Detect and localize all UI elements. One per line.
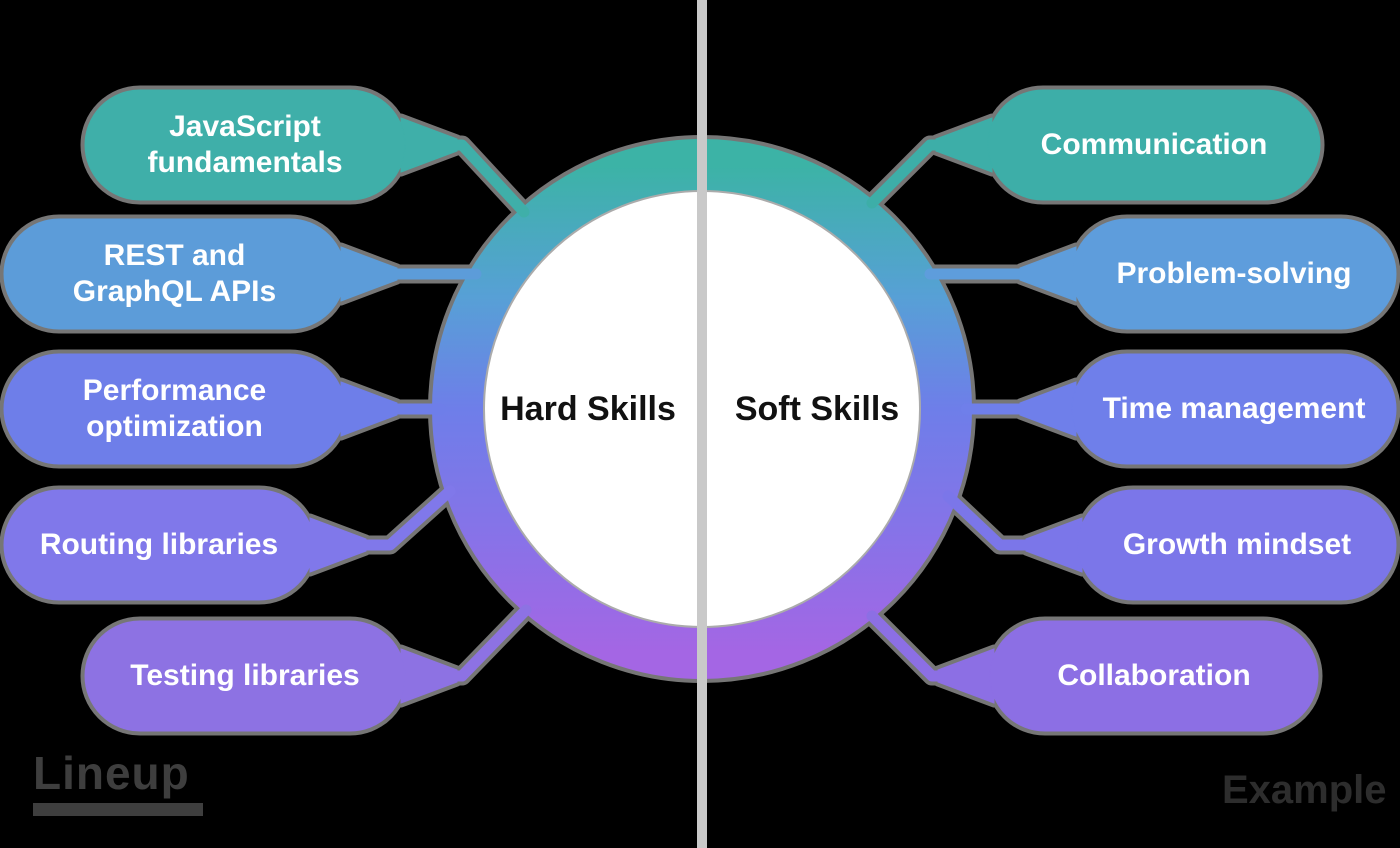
pill-label-text: REST and GraphQL APIs (72, 239, 277, 308)
pill-shape-hard-5 (84, 604, 532, 732)
hard-skills-label: Hard Skills (500, 389, 676, 428)
pill-label-text: Time management (1102, 392, 1366, 425)
pill-soft-communication: Communication (988, 90, 1320, 200)
pill-shape-soft-4 (942, 489, 1397, 601)
pill-body (84, 620, 406, 732)
pill-body (1077, 489, 1397, 601)
pill-body (987, 89, 1321, 201)
pill-hard-rest-graphql-apis: REST and GraphQL APIs (4, 219, 345, 329)
pill-label-text: Performance optimization (82, 374, 267, 443)
pill-hard-routing-libraries: Routing libraries (4, 490, 314, 600)
pill-shape-hard-2 (3, 218, 482, 330)
pill-body (3, 489, 315, 601)
pill-shape-soft-5 (866, 610, 1319, 732)
pill-label-text: JavaScript fundamentals (147, 110, 343, 179)
pill-hard-javascript-fundamentals: JavaScript fundamentals (85, 90, 405, 200)
connector-line (449, 139, 530, 218)
pill-shape-soft-2 (924, 218, 1397, 330)
pill-body (1071, 353, 1397, 465)
connector-line (942, 490, 1032, 551)
pill-label-text: Collaboration (1057, 659, 1251, 692)
watermark-right-logo: Example (1222, 768, 1387, 812)
pill-shape-hard-3 (3, 353, 446, 465)
pill-body (84, 89, 406, 201)
pill-shape-hard-4 (3, 485, 456, 601)
pill-body (3, 218, 346, 330)
pill-shape-hard-1 (84, 89, 530, 218)
watermark-left-text: Lineup (33, 747, 190, 799)
pill-body (3, 353, 346, 465)
pill-soft-time-management: Time management (1072, 354, 1396, 464)
connector-line (449, 604, 532, 682)
connector-line (866, 610, 944, 682)
pill-label-text: Growth mindset (1122, 528, 1352, 561)
pill-label-text: Communication (1040, 128, 1268, 161)
pill-body (989, 620, 1319, 732)
pill-shape-soft-3 (960, 353, 1397, 465)
pill-body (1071, 218, 1397, 330)
soft-skills-label: Soft Skills (734, 389, 900, 428)
pill-shape-soft-1 (866, 89, 1321, 209)
pill-soft-collaboration: Collaboration (990, 621, 1318, 731)
pill-label-text: Problem-solving (1116, 257, 1352, 290)
divider-line (697, 0, 707, 848)
pill-soft-problem-solving: Problem-solving (1072, 219, 1396, 329)
connector-line (358, 485, 456, 551)
watermark-left-underline (33, 803, 203, 816)
connector-line (866, 139, 944, 209)
pill-soft-growth-mindset: Growth mindset (1078, 490, 1396, 600)
watermark-left-logo: Lineup (33, 750, 203, 816)
pill-hard-testing-libraries: Testing libraries (85, 621, 405, 731)
pill-label-text: Routing libraries (39, 528, 279, 561)
pill-label-text: Testing libraries (130, 659, 360, 692)
pill-hard-performance-optimization: Performance optimization (4, 354, 345, 464)
